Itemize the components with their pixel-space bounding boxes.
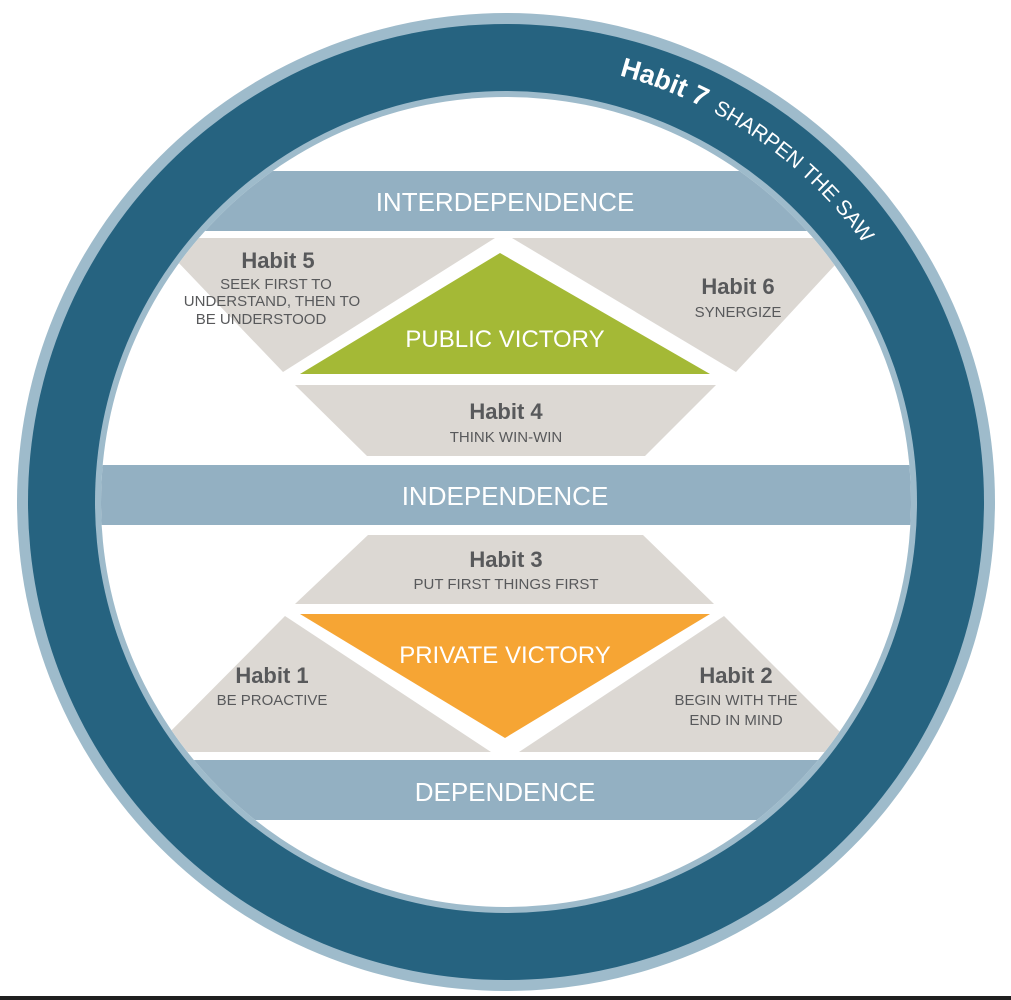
habit5-title: Habit 5 bbox=[241, 248, 314, 273]
interdependence-label: INTERDEPENDENCE bbox=[376, 187, 635, 217]
independence-band bbox=[101, 465, 911, 525]
habit6-line1: SYNERGIZE bbox=[695, 304, 782, 321]
bottom-border bbox=[0, 996, 1011, 1000]
habit1-line1: BE PROACTIVE bbox=[217, 692, 328, 709]
independence-label: INDEPENDENCE bbox=[402, 481, 609, 511]
habit5-tile bbox=[155, 238, 495, 372]
habit2-title: Habit 2 bbox=[699, 663, 772, 688]
private-victory-label: PRIVATE VICTORY bbox=[399, 642, 611, 669]
dependence-label: DEPENDENCE bbox=[415, 777, 596, 807]
habit3-title: Habit 3 bbox=[469, 547, 542, 572]
habit3-line1: PUT FIRST THINGS FIRST bbox=[413, 576, 598, 593]
habit6-title: Habit 6 bbox=[701, 274, 774, 299]
private-victory-triangle bbox=[300, 614, 710, 738]
public-victory-triangle bbox=[300, 253, 710, 374]
habit2-line2: END IN MIND bbox=[689, 712, 783, 729]
habit1-title: Habit 1 bbox=[235, 663, 308, 688]
habit5-line2: UNDERSTAND, THEN TO bbox=[184, 293, 360, 310]
habit5-line1: SEEK FIRST TO bbox=[220, 276, 332, 293]
habit2-line1: BEGIN WITH THE bbox=[674, 692, 797, 709]
habit4-line1: THINK WIN-WIN bbox=[450, 429, 562, 446]
habit5-line3: BE UNDERSTOOD bbox=[196, 311, 327, 328]
habit1-tile bbox=[150, 616, 491, 752]
habit2-tile bbox=[519, 616, 860, 752]
public-victory-label: PUBLIC VICTORY bbox=[405, 326, 604, 353]
habit4-title: Habit 4 bbox=[469, 399, 543, 424]
habit6-tile bbox=[512, 238, 860, 372]
habit4-tile bbox=[295, 385, 716, 456]
habit3-tile bbox=[295, 535, 714, 604]
